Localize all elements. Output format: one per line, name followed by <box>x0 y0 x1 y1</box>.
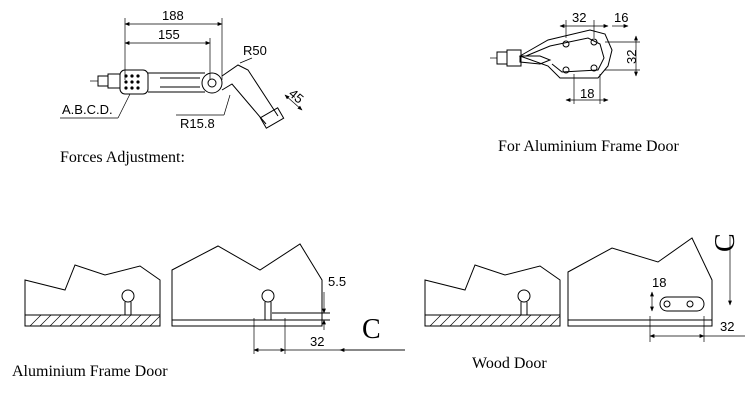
caption-aluminium-frame-door-bottom: Aluminium Frame Door <box>12 363 168 380</box>
dim-abcd: A.B.C.D. <box>62 102 113 117</box>
caption-wood-door: Wood Door <box>472 355 547 372</box>
dim-32-side: 32 <box>624 50 639 64</box>
aluminium-bracket-drawing: 32 16 32 18 <box>490 10 640 104</box>
dim-32-top: 32 <box>572 10 586 25</box>
dim-5-5: 5.5 <box>328 274 346 289</box>
dim-32-bl: 32 <box>310 334 324 349</box>
label-c-left: C <box>362 314 381 345</box>
caption-aluminium-frame-door-top: For Aluminium Frame Door <box>498 138 680 155</box>
hatch-left <box>29 314 161 327</box>
hatch-right <box>429 314 561 327</box>
wood-door-installation-drawing: 18 C 32 <box>424 233 745 342</box>
dim-45: 45 <box>286 86 307 107</box>
dim-155: 155 <box>158 27 180 42</box>
dim-18-br: 18 <box>652 275 666 290</box>
label-c-right: C <box>710 233 741 252</box>
dim-r50: R50 <box>243 43 267 58</box>
dim-16: 16 <box>614 10 628 25</box>
dim-r15-8: R15.8 <box>180 116 215 131</box>
caption-forces-adjustment: Forces Adjustment: <box>60 149 185 166</box>
dim-18-top: 18 <box>580 86 594 101</box>
adjustment-dial-dots <box>124 74 140 90</box>
dim-32-br: 32 <box>720 319 734 334</box>
closer-arm-drawing: 188 155 R50 45 <box>60 8 307 131</box>
aluminium-installation-drawing: 5.5 C 32 <box>24 243 405 354</box>
dim-188: 188 <box>162 8 184 23</box>
